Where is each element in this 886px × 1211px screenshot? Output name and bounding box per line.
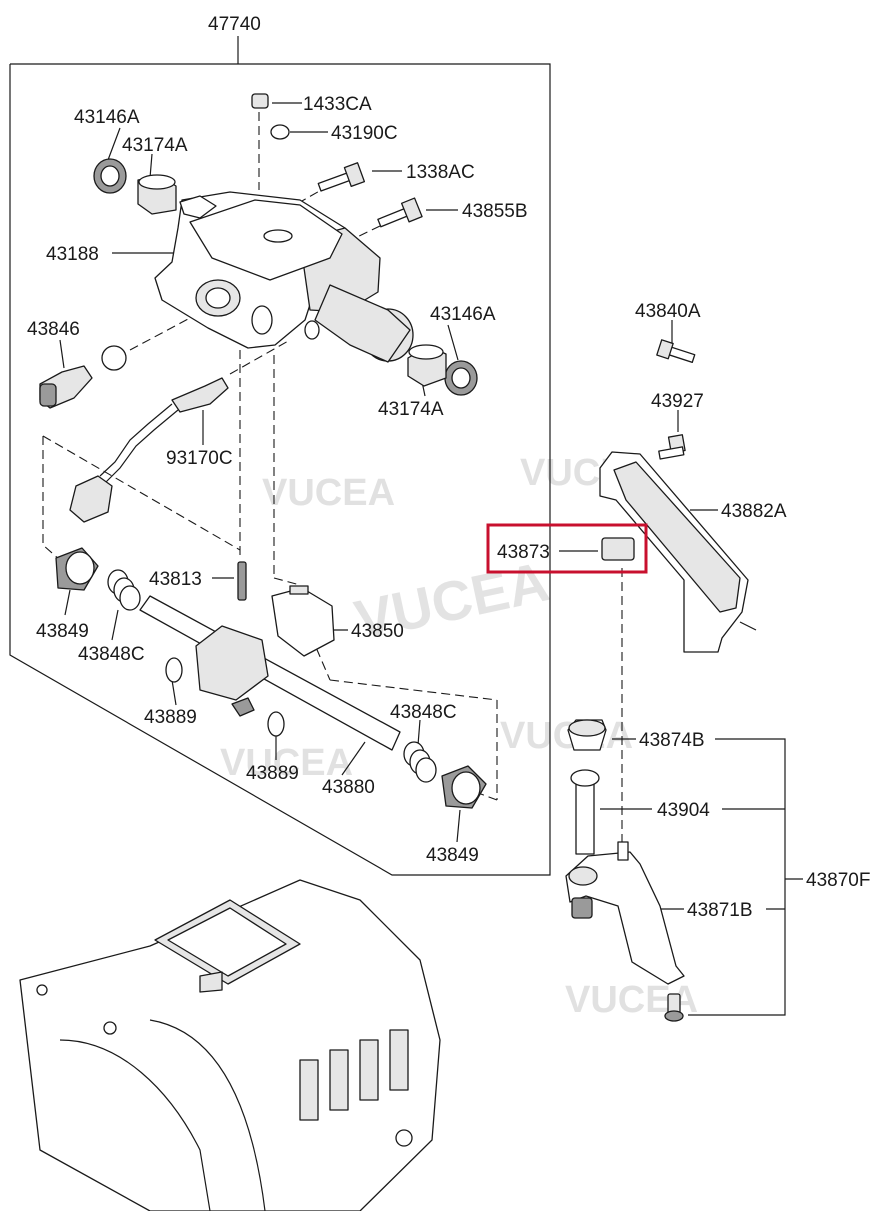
- watermark-text: VUCEA: [220, 742, 353, 784]
- spring-right: [403, 741, 437, 783]
- label-43904: 43904: [657, 800, 710, 821]
- watermark-text: VUCEA: [500, 715, 633, 757]
- label-43813: 43813: [149, 569, 202, 590]
- transmission-case: [19, 879, 441, 1211]
- watermark-text: VUCEA: [262, 472, 395, 514]
- label-43874B: 43874B: [639, 730, 705, 751]
- label-43849-left: 43849: [36, 621, 89, 642]
- label-43848C-right: 43848C: [390, 702, 457, 723]
- part-labels: 1433CA 43190C 1338AC 43855B 43146A 43174…: [27, 94, 870, 921]
- lever-assembly: [565, 339, 757, 1022]
- label-43889-right: 43889: [246, 763, 299, 784]
- case-ribs: [299, 1029, 409, 1121]
- highlight-box: [486, 523, 648, 574]
- sensor-and-plug: [39, 345, 229, 523]
- label-43880: 43880: [322, 777, 375, 798]
- label-43927: 43927: [651, 391, 704, 412]
- label-43174A: 43174A: [122, 135, 188, 156]
- label-43188: 43188: [46, 244, 99, 265]
- shift-shaft-assembly: [55, 547, 487, 809]
- label-93170C: 93170C: [166, 448, 233, 469]
- label-43190C: 43190C: [331, 123, 398, 144]
- label-43146A-right: 43146A: [430, 304, 496, 325]
- label-1433CA: 1433CA: [303, 94, 372, 115]
- label-43871B: 43871B: [687, 900, 753, 921]
- label-43855B: 43855B: [462, 201, 528, 222]
- shift-cover-housing: [154, 191, 414, 363]
- label-43174A-right: 43174A: [378, 399, 444, 420]
- label-43846: 43846: [27, 319, 80, 340]
- label-43840A: 43840A: [635, 301, 701, 322]
- label-43848C-left: 43848C: [78, 644, 145, 665]
- label-43850: 43850: [351, 621, 404, 642]
- spring-left: [107, 569, 141, 611]
- label-43889-left: 43889: [144, 707, 197, 728]
- label-43146A: 43146A: [74, 107, 140, 128]
- label-47740: 47740: [208, 14, 261, 35]
- small-parts-top: [93, 93, 478, 396]
- label-43882A: 43882A: [721, 501, 787, 522]
- assembly-frame: 47740: [9, 14, 551, 876]
- label-43870F: 43870F: [806, 870, 870, 891]
- leader-lines: [42, 102, 803, 1016]
- label-43849-right: 43849: [426, 845, 479, 866]
- label-1338AC: 1338AC: [406, 162, 475, 183]
- label-43873: 43873: [497, 542, 550, 563]
